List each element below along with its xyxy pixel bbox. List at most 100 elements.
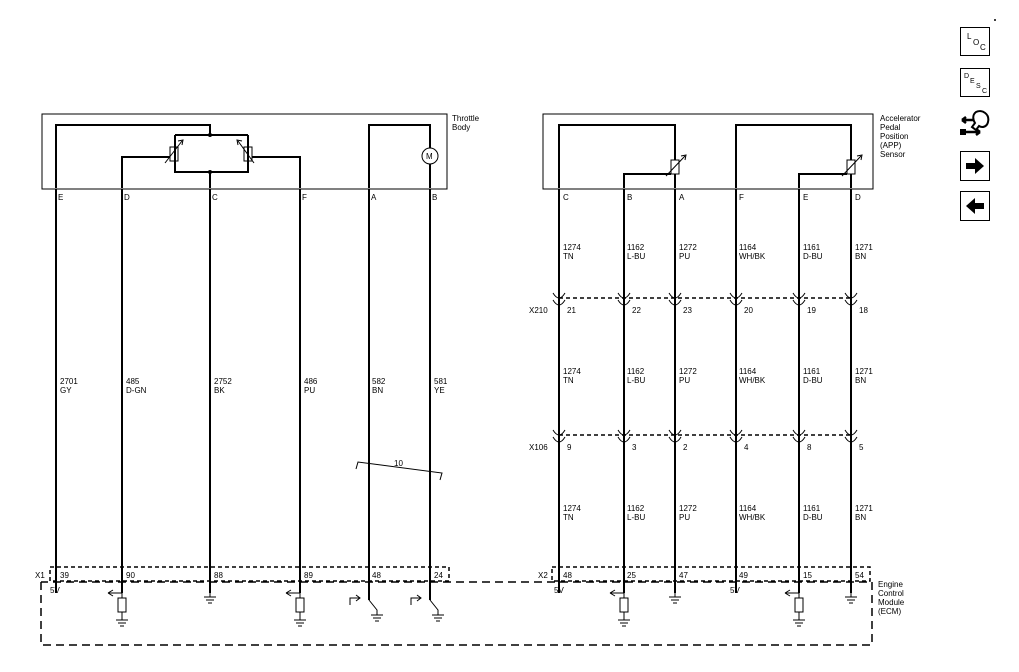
circuit-1274-b: 1274 [563, 367, 581, 376]
circuit-1161-c: 1161 [803, 504, 821, 513]
color-bn-a: BN [855, 252, 866, 261]
color-l-bu-c: L-BU [627, 513, 645, 522]
circuit-1272-a: 1272 [679, 243, 697, 252]
circuit-1164-b: 1164 [739, 367, 757, 376]
x210-label: X210 [529, 306, 548, 315]
x210-pin-21: 21 [567, 306, 576, 315]
throttle-body-box [41, 113, 448, 190]
connector-view-button[interactable] [958, 106, 994, 142]
color-bn: BN [372, 386, 383, 395]
color-tn-a: TN [563, 252, 574, 261]
ecm-signal-input-icon [784, 589, 805, 627]
color-gy: GY [60, 386, 72, 395]
circuit-1164-c: 1164 [739, 504, 757, 513]
circuit-1161-a: 1161 [803, 243, 821, 252]
throttle-circuit-labels: 2701 GY 485 D-GN 2752 BK 486 PU 582 BN 5… [60, 377, 448, 395]
circuit-581: 581 [434, 377, 448, 386]
color-ye: YE [434, 386, 445, 395]
throttle-label-line1: Throttle [452, 114, 480, 123]
x2-5v-label-a: 5V [554, 586, 564, 595]
x210-pin-20: 20 [744, 306, 753, 315]
circuit-2752: 2752 [214, 377, 232, 386]
app-pin-b: B [627, 193, 632, 202]
circuit-1271-c: 1271 [855, 504, 873, 513]
throttle-pin-c: C [212, 193, 218, 202]
app-circuit-labels-middle: 1274 TN 1162 L-BU 1272 PU 1164 WH/BK 116… [563, 367, 873, 385]
x2-pin-25: 25 [627, 571, 636, 580]
x1-pin-88: 88 [214, 571, 223, 580]
motor-driver-switch-icon [349, 594, 383, 622]
color-l-bu-b: L-BU [627, 376, 645, 385]
desc-letter-s: S [976, 83, 981, 90]
ecm-label: Engine Control Module (ECM) [878, 580, 905, 616]
color-d-bu-c: D-BU [803, 513, 823, 522]
arrow-left-icon [966, 198, 984, 214]
arrow-right-icon [966, 158, 984, 174]
motor-driver-switch-icon [410, 594, 444, 622]
x1-pin-89: 89 [304, 571, 313, 580]
circuit-1164-a: 1164 [739, 243, 757, 252]
ecm-signal-input-icon [609, 589, 630, 627]
x106-pin-9: 9 [567, 443, 572, 452]
app-pin-f: F [739, 193, 744, 202]
throttle-pins: E D C F A B [58, 193, 437, 202]
loc-letter-l: L [967, 32, 972, 41]
x210-pin-22: 22 [632, 306, 641, 315]
x1-5v-label: 5V [50, 586, 60, 595]
color-tn-c: TN [563, 513, 574, 522]
x210-connector: X210 21 22 23 20 19 18 [529, 292, 868, 315]
x1-pin-39: 39 [60, 571, 69, 580]
color-wh-bk-a: WH/BK [739, 252, 766, 261]
app-circuit-labels-bottom: 1274 TN 1162 L-BU 1272 PU 1164 WH/BK 116… [563, 504, 873, 522]
x1-pins: 39 90 88 89 48 24 [60, 571, 443, 580]
app-internal-circuits [558, 124, 863, 188]
previous-page-button[interactable] [960, 191, 990, 221]
twisted-pair-mark [355, 461, 443, 481]
color-bn-b: BN [855, 376, 866, 385]
app-pins: C B A F E D [563, 193, 861, 202]
ecm-signal-input-icon [107, 589, 128, 627]
ground-icon [669, 593, 681, 604]
x1-pin-90: 90 [126, 571, 135, 580]
x1-label: X1 [35, 571, 45, 580]
color-tn-b: TN [563, 376, 574, 385]
throttle-pin-d: D [124, 193, 130, 202]
app-pin-c: C [563, 193, 569, 202]
x2-pin-47: 47 [679, 571, 688, 580]
color-wh-bk-b: WH/BK [739, 376, 766, 385]
throttle-pin-f: F [302, 193, 307, 202]
ground-icon [845, 593, 857, 604]
ecm-label-line3: Module [878, 598, 905, 607]
potentiometer-2-icon [243, 146, 253, 162]
color-d-gn: D-GN [126, 386, 147, 395]
x1-connector-outline [49, 566, 450, 582]
app-label-line3: Position [880, 132, 908, 141]
ecm-signal-input-icon [285, 589, 306, 627]
color-wh-bk-c: WH/BK [739, 513, 766, 522]
x106-pin-2: 2 [683, 443, 688, 452]
x106-pin-5: 5 [859, 443, 864, 452]
desc-button[interactable]: D E S C [960, 68, 990, 97]
circuit-1161-b: 1161 [803, 367, 821, 376]
desc-letter-e: E [970, 78, 975, 85]
loc-letter-o: O [973, 38, 979, 47]
circuit-486: 486 [304, 377, 318, 386]
color-d-bu-b: D-BU [803, 376, 823, 385]
x2-pins: 48 25 47 49 15 54 [563, 571, 864, 580]
connector-plug-icon [960, 110, 990, 136]
ecm-label-line4: (ECM) [878, 607, 901, 616]
color-pu-b: PU [679, 376, 690, 385]
loc-button[interactable]: L O C [960, 27, 990, 56]
circuit-1271-b: 1271 [855, 367, 873, 376]
desc-icon: D E S C [964, 73, 987, 95]
throttle-pin-a: A [371, 193, 377, 202]
x210-pin-23: 23 [683, 306, 692, 315]
next-page-button[interactable] [960, 151, 990, 181]
circuit-1274-c: 1274 [563, 504, 581, 513]
circuit-1162-c: 1162 [627, 504, 645, 513]
x106-connector: X106 9 3 2 4 8 5 [529, 429, 864, 452]
color-bk: BK [214, 386, 225, 395]
ecm-input-symbols [107, 589, 857, 627]
